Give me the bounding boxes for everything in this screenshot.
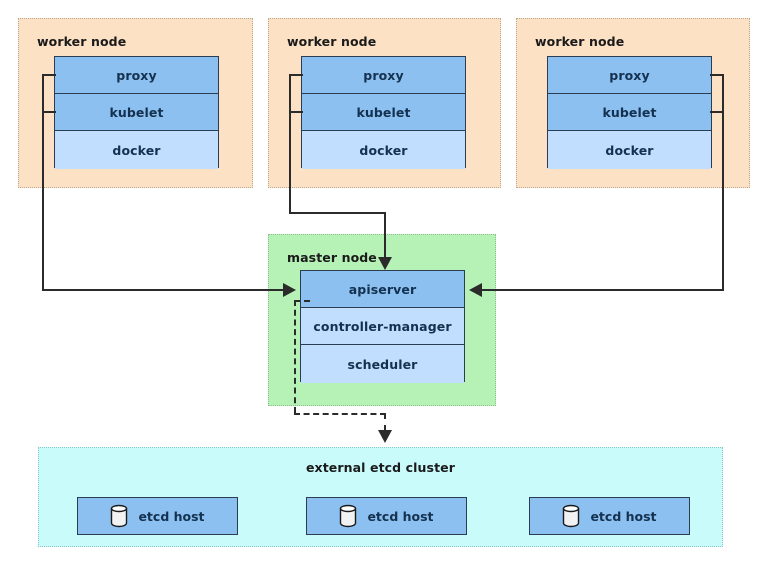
connector-apiserver-etcd-drop (384, 413, 386, 431)
worker-node-2-kubelet[interactable]: kubelet (302, 94, 465, 131)
etcd-host-3-label: etcd host (590, 508, 657, 524)
worker-node-1-title: worker node (37, 34, 127, 49)
worker-node-2-docker[interactable]: docker (302, 131, 465, 169)
connector-worker2-bus (289, 74, 291, 214)
connector-worker1-kubelet-stub (42, 111, 56, 113)
database-cylinder-icon (110, 504, 128, 528)
worker-node-3-kubelet[interactable]: kubelet (548, 94, 711, 131)
etcd-host-3[interactable]: etcd host (529, 497, 690, 535)
master-node-apiserver[interactable]: apiserver (301, 271, 464, 308)
etcd-host-1[interactable]: etcd host (77, 497, 238, 535)
connector-worker2-proxy-stub (289, 74, 303, 76)
master-node-stack: apiserver controller-manager scheduler (300, 270, 465, 383)
connector-worker3-arrowhead (469, 283, 482, 297)
database-cylinder-icon (562, 504, 580, 528)
worker-node-1-stack: proxy kubelet docker (54, 56, 219, 169)
external-etcd-cluster-title: external etcd cluster (305, 460, 456, 475)
etcd-host-2[interactable]: etcd host (306, 497, 467, 535)
connector-worker2-drop (384, 212, 386, 258)
connector-worker1-to-apiserver (42, 289, 285, 291)
worker-node-2-title: worker node (287, 34, 377, 49)
worker-node-3-title: worker node (535, 34, 625, 49)
connector-apiserver-etcd-vertical (294, 300, 296, 413)
master-node-title: master node (287, 250, 377, 265)
connector-worker3-proxy-stub (710, 74, 724, 76)
master-node-controller-manager[interactable]: controller-manager (301, 308, 464, 345)
connector-worker3-kubelet-stub (710, 111, 724, 113)
worker-node-1-kubelet[interactable]: kubelet (55, 94, 218, 131)
connector-worker1-bus (42, 74, 44, 291)
connector-apiserver-etcd-elbow (294, 413, 386, 415)
connector-worker1-proxy-stub (42, 74, 56, 76)
connector-worker2-arrowhead (378, 257, 392, 270)
worker-node-1-docker[interactable]: docker (55, 131, 218, 169)
worker-node-2-stack: proxy kubelet docker (301, 56, 466, 169)
connector-worker3-bus (722, 74, 724, 291)
database-cylinder-icon (339, 504, 357, 528)
worker-node-3-docker[interactable]: docker (548, 131, 711, 169)
connector-worker2-elbow (289, 212, 386, 214)
etcd-host-2-label: etcd host (367, 508, 434, 524)
worker-node-3-proxy[interactable]: proxy (548, 57, 711, 94)
connector-worker1-arrowhead (283, 283, 296, 297)
connector-worker2-kubelet-stub (289, 111, 303, 113)
connector-worker3-to-apiserver (480, 289, 724, 291)
worker-node-2-proxy[interactable]: proxy (302, 57, 465, 94)
etcd-host-1-label: etcd host (138, 508, 205, 524)
connector-apiserver-etcd-stub (294, 300, 310, 302)
worker-node-3-stack: proxy kubelet docker (547, 56, 712, 169)
master-node-scheduler[interactable]: scheduler (301, 345, 464, 383)
worker-node-1-proxy[interactable]: proxy (55, 57, 218, 94)
connector-apiserver-etcd-arrowhead (378, 430, 392, 443)
